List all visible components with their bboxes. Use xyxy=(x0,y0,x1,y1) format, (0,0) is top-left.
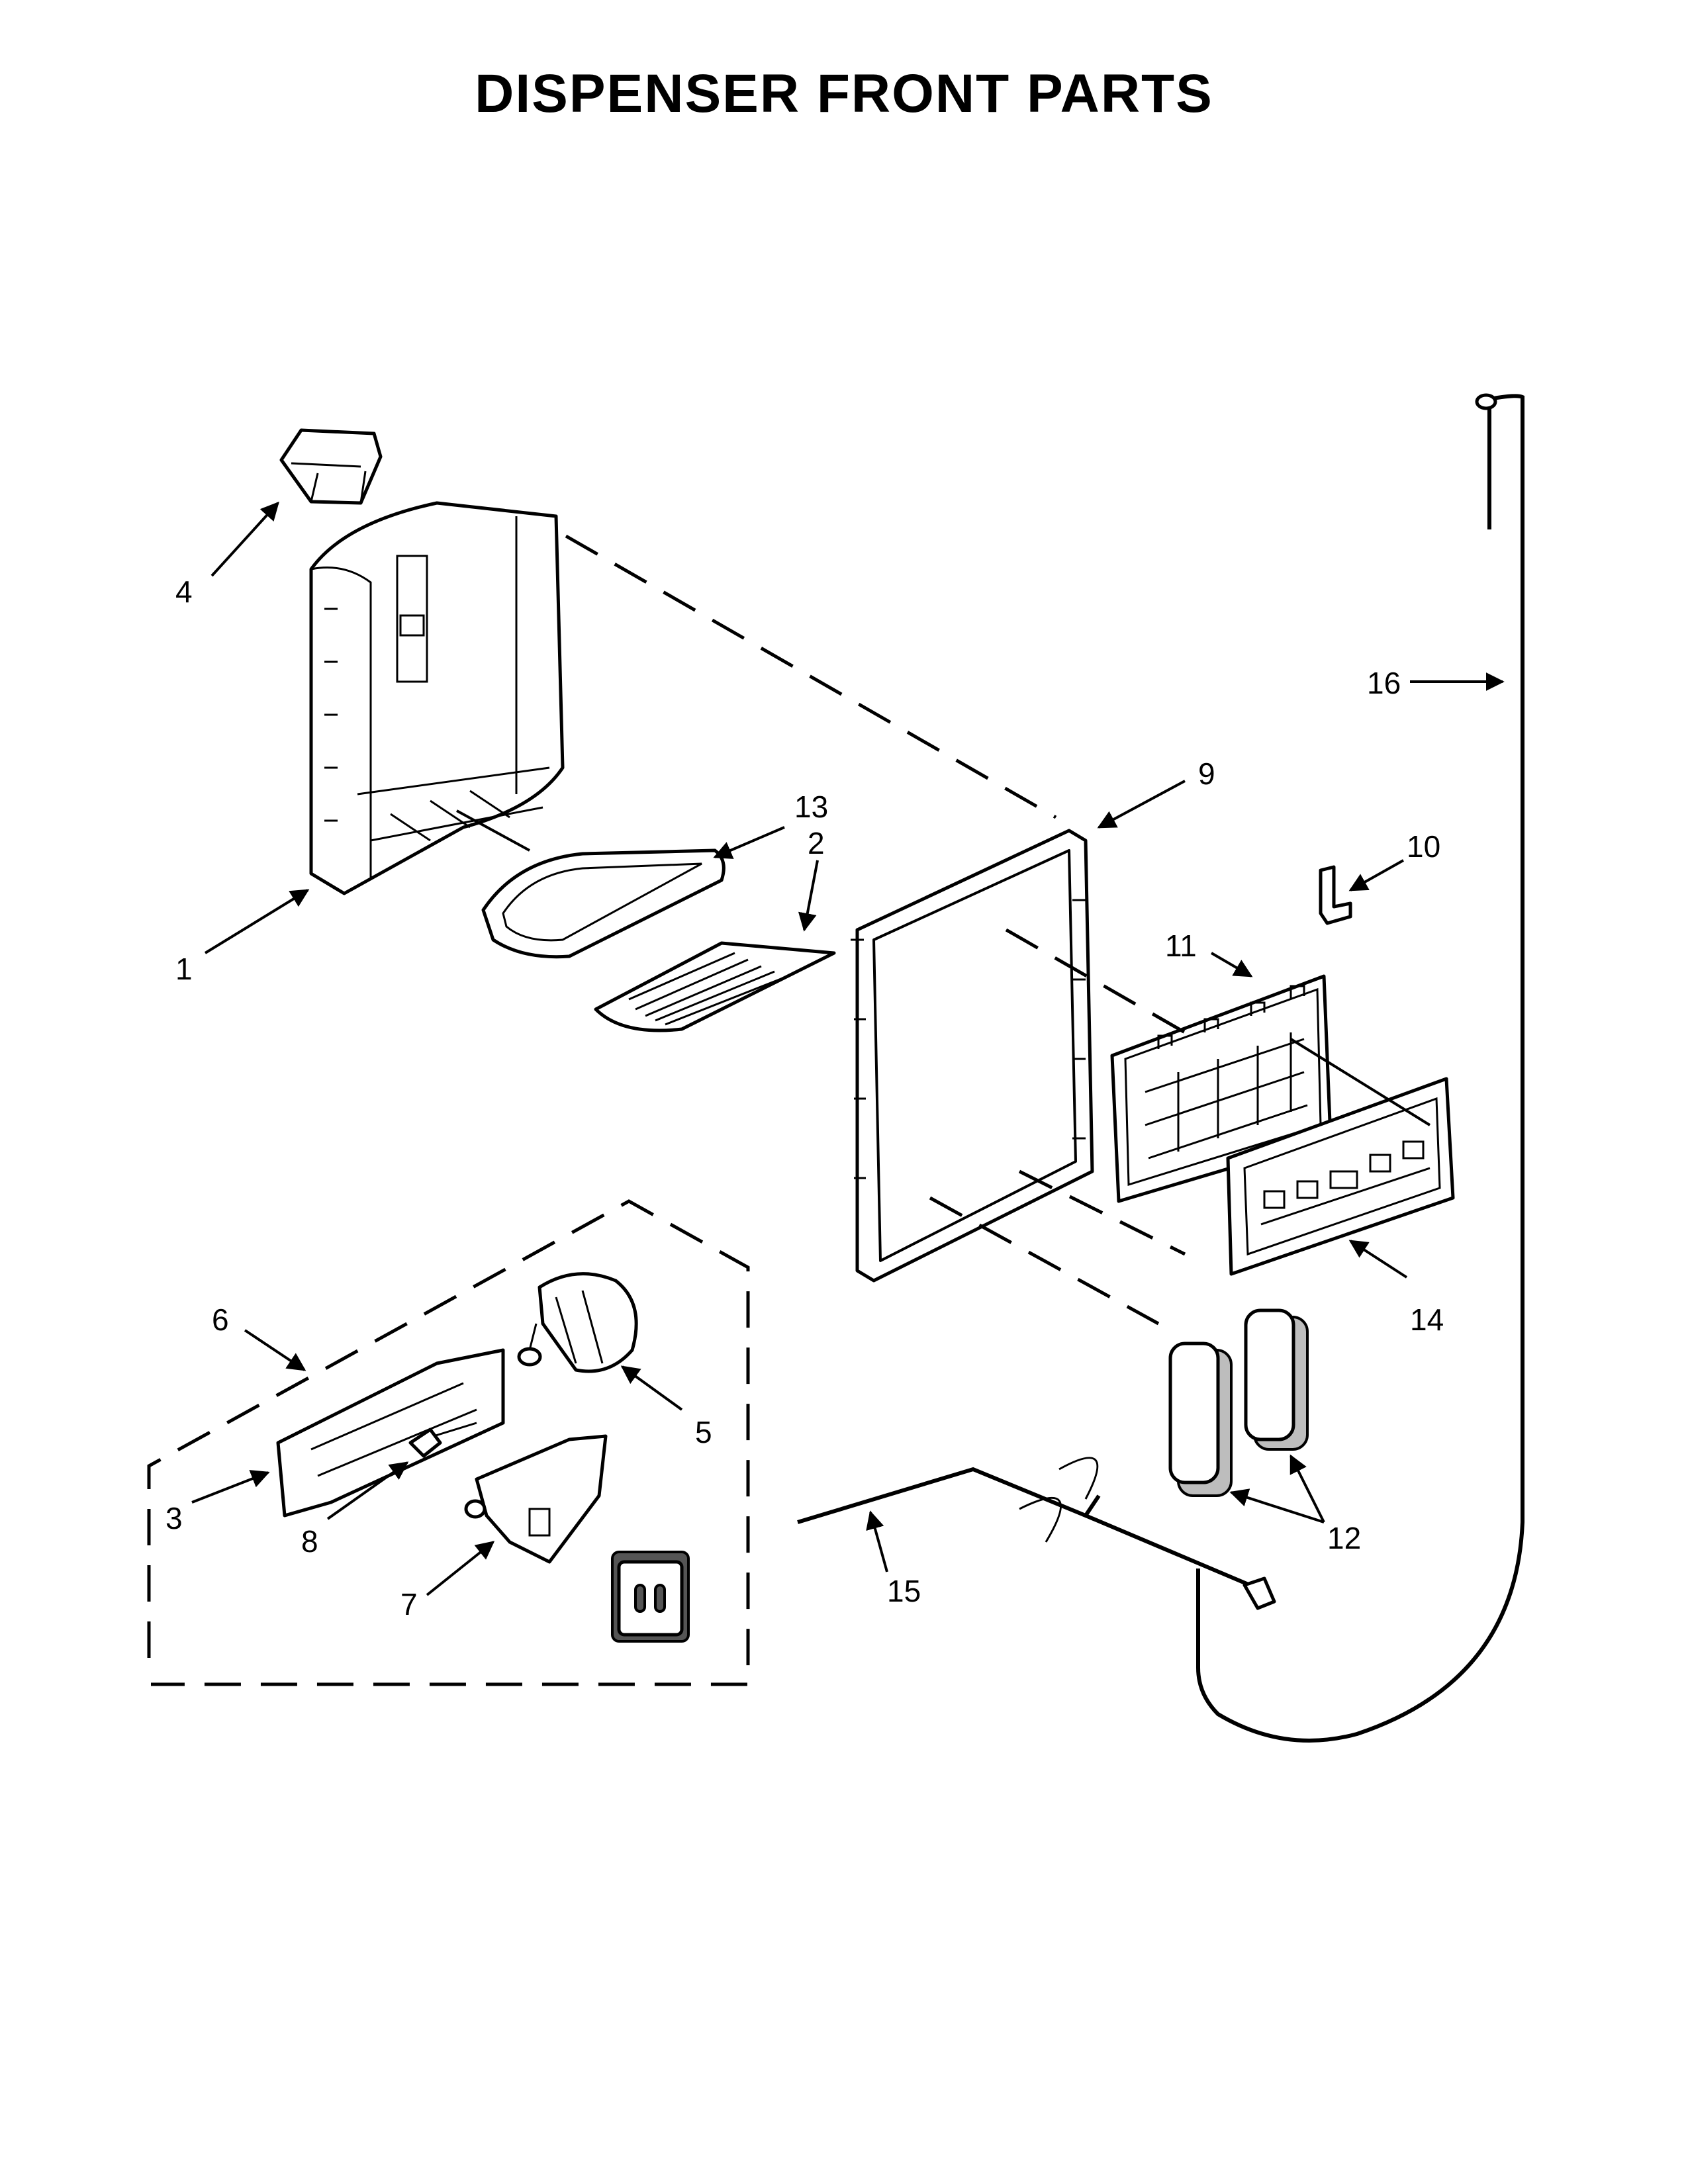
part-7-pad xyxy=(611,1551,690,1643)
diagram-title: DISPENSER FRONT PARTS xyxy=(475,64,1213,124)
callout-9: 9 xyxy=(1198,756,1215,791)
callout-7: 7 xyxy=(400,1587,418,1621)
part-7-actuator xyxy=(464,1434,608,1564)
part-10-switch-clip xyxy=(1319,865,1352,925)
part-13-drip-tray xyxy=(481,848,726,959)
callout-6: 6 xyxy=(212,1302,229,1337)
callout-2: 2 xyxy=(808,826,825,860)
callout-4: 4 xyxy=(175,574,193,609)
callout-3: 3 xyxy=(165,1501,183,1535)
callout-1: 1 xyxy=(175,952,193,986)
callout-14: 14 xyxy=(1410,1302,1444,1337)
part-3-bracket xyxy=(276,1348,505,1518)
callout-15: 15 xyxy=(887,1574,921,1608)
callout-16: 16 xyxy=(1367,666,1401,700)
part-4-ice-chute-cup xyxy=(279,428,383,505)
assembly-6-group-outline xyxy=(147,1199,750,1686)
callout-5: 5 xyxy=(695,1415,712,1449)
callout-11: 11 xyxy=(1165,929,1197,963)
part-2-drip-grille xyxy=(594,941,836,1032)
leader-arrows xyxy=(191,501,1505,1596)
callout-12: 12 xyxy=(1327,1521,1361,1555)
callout-8: 8 xyxy=(301,1524,318,1559)
part-16-water-tube xyxy=(1196,393,1524,1743)
part-15-heater-wire xyxy=(797,1457,1276,1610)
callout-10: 10 xyxy=(1407,829,1440,864)
part-12-dispenser-paddles xyxy=(1168,1308,1309,1497)
part-14-control-panel xyxy=(1226,1077,1455,1276)
part-9-dispenser-frame xyxy=(851,829,1094,1283)
callout-13: 13 xyxy=(794,790,828,824)
part-8-screw xyxy=(408,1422,477,1458)
assembly-dashed-lines xyxy=(456,534,1431,1326)
part-1-dispenser-housing xyxy=(309,501,565,895)
callout-labels: 4 1 13 2 9 10 11 14 16 6 5 3 8 7 15 12 xyxy=(165,574,1444,1621)
part-5-motor xyxy=(517,1272,638,1373)
